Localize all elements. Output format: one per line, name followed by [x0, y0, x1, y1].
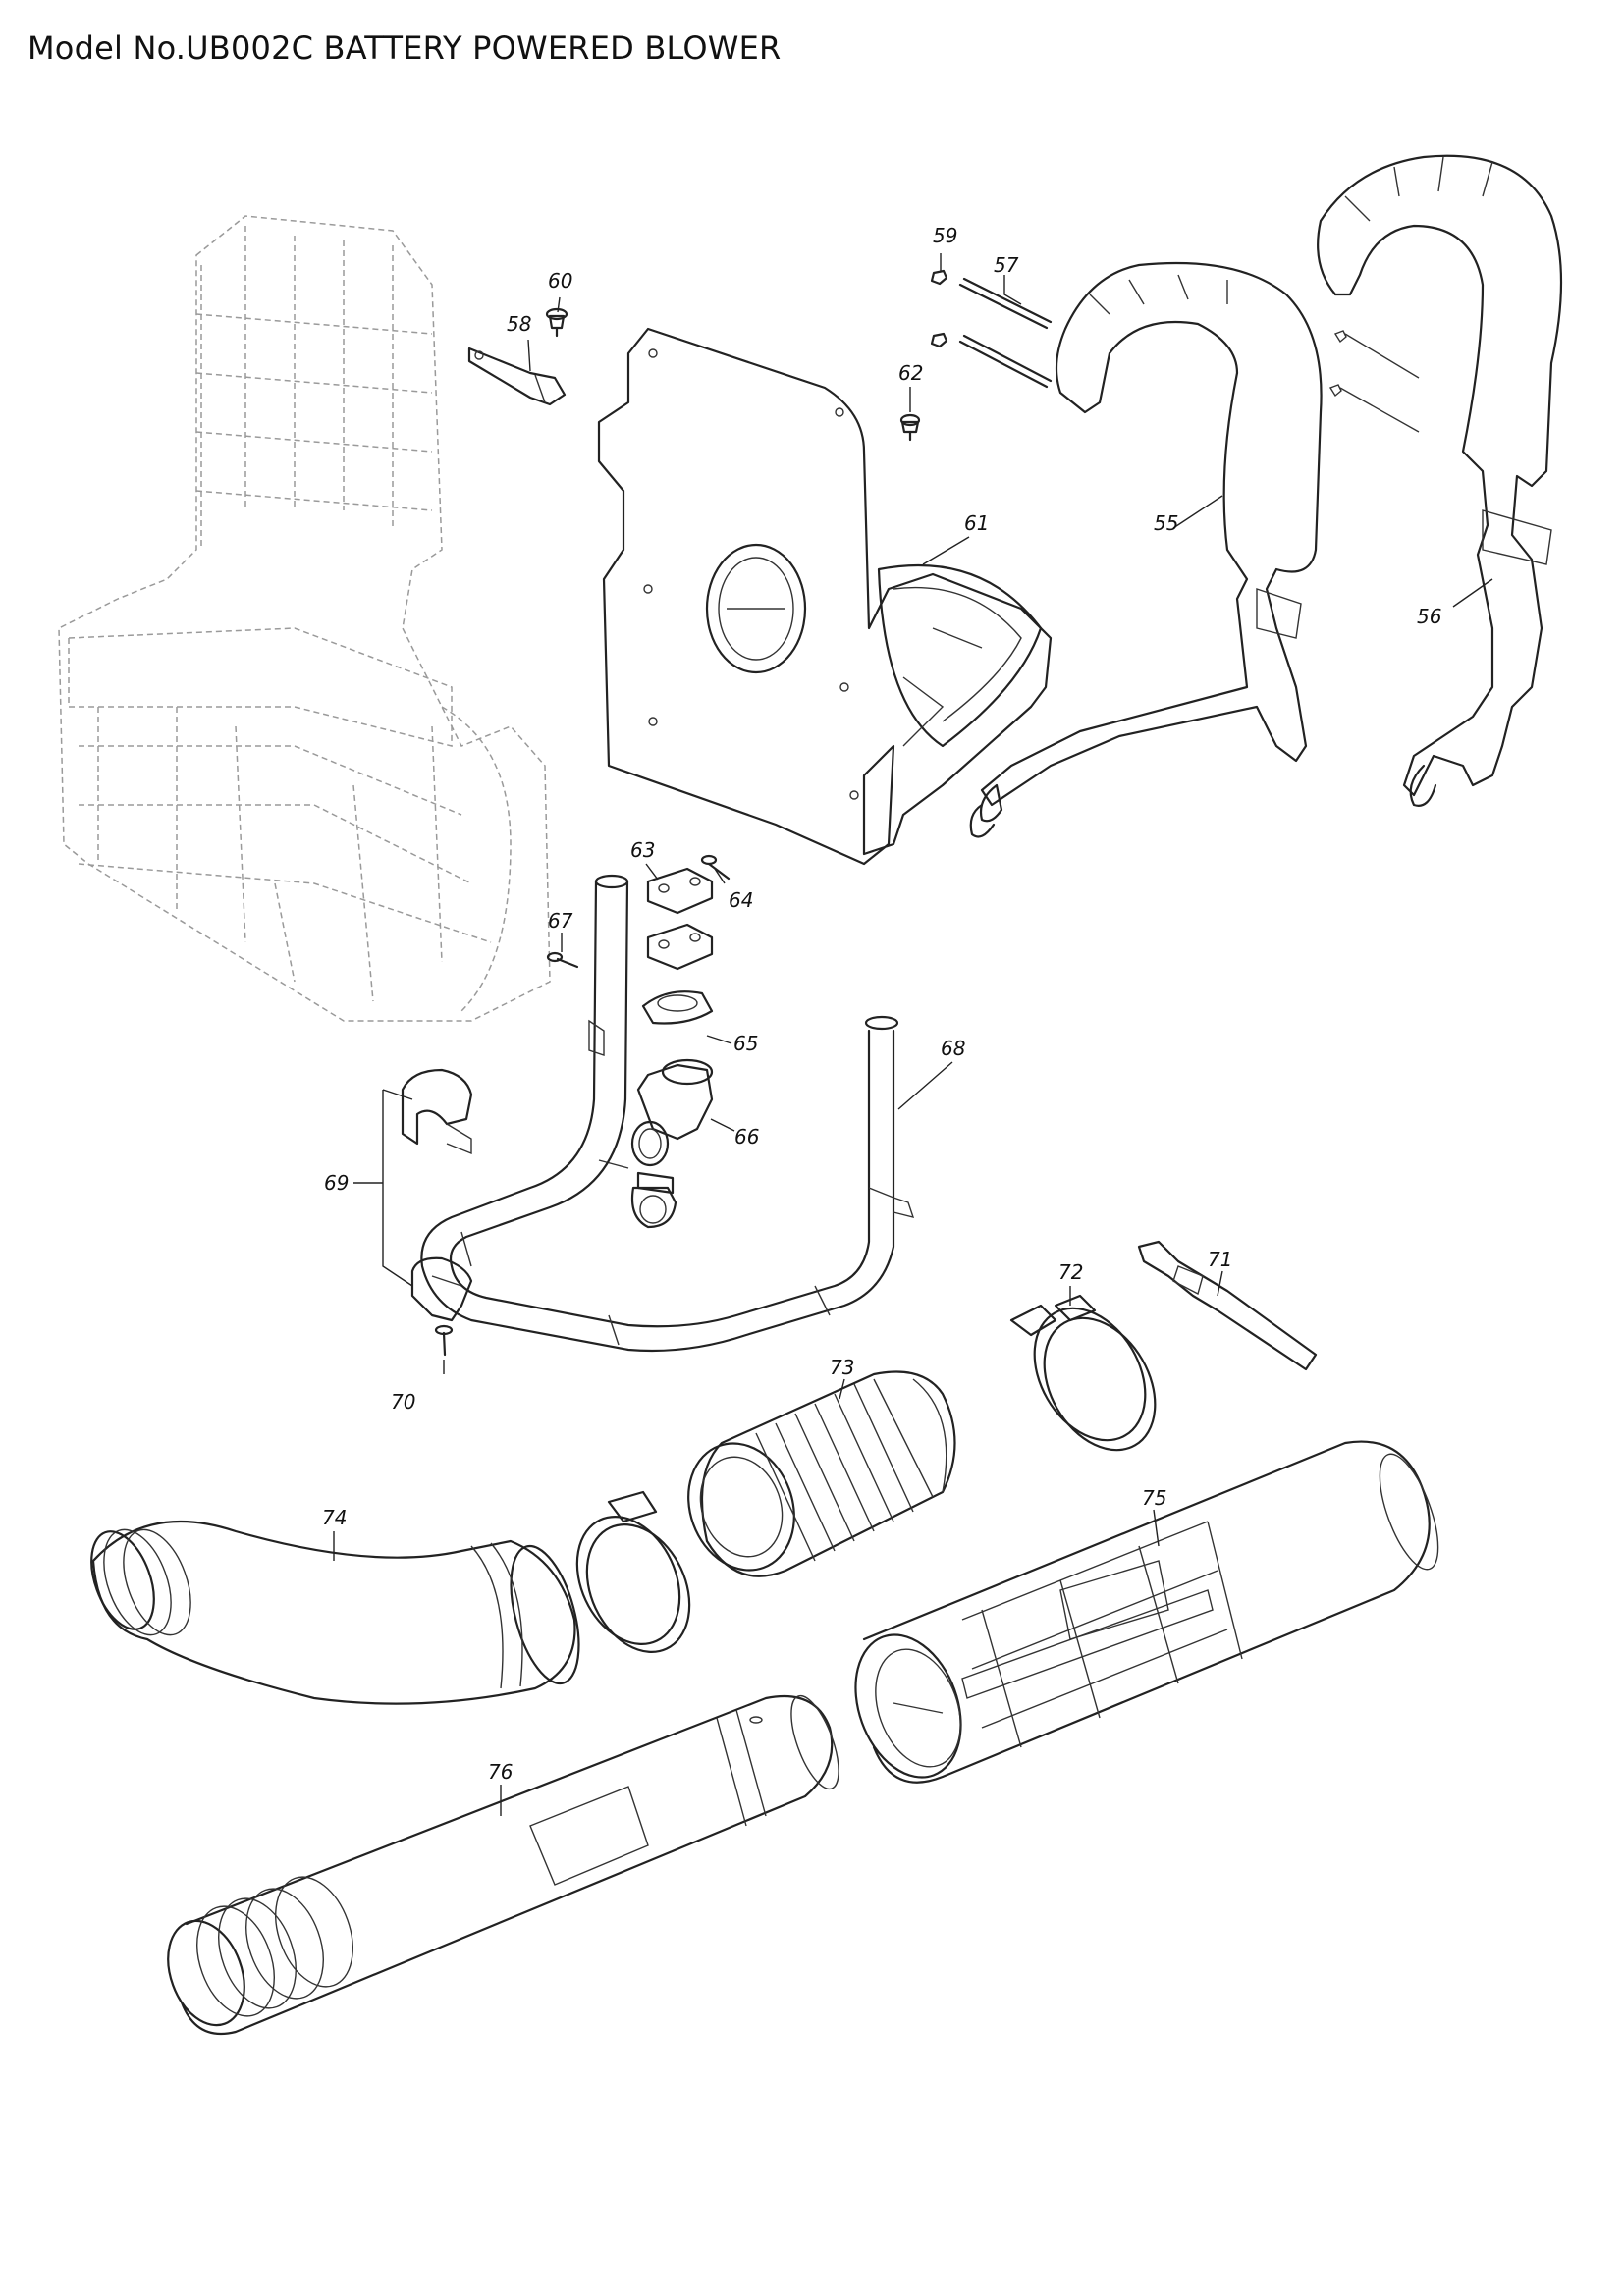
part-66-lower-clamp	[598, 1159, 677, 1229]
part-labels: 59 57 60 58 62 61 55 56 63 64 67 65 68 6…	[322, 224, 1441, 1784]
part-label-68: 68	[941, 1037, 965, 1060]
part-67-screw	[546, 951, 579, 969]
part-label-58: 58	[507, 312, 531, 336]
part-label-57: 57	[994, 253, 1019, 277]
part-label-55: 55	[1154, 511, 1178, 535]
part-label-76: 76	[488, 1760, 513, 1784]
part-label-71: 71	[1208, 1248, 1232, 1271]
part-63-clamp	[646, 867, 714, 971]
part-70-screw	[434, 1324, 454, 1357]
part-65-clamp	[641, 990, 714, 1025]
part-69-elbow	[401, 1068, 473, 1322]
part-59-nut	[930, 269, 948, 348]
part-label-73: 73	[830, 1356, 854, 1379]
part-62-screw	[899, 413, 921, 442]
part-60-screw	[545, 307, 568, 338]
part-label-64: 64	[729, 888, 753, 912]
part-57-pin	[958, 277, 1053, 389]
part-label-60: 60	[548, 269, 572, 293]
part-75-tube	[854, 1440, 1439, 1784]
part-73-bellows-hose	[687, 1370, 956, 1577]
part-label-56: 56	[1417, 605, 1441, 628]
part-label-63: 63	[630, 838, 655, 862]
part-label-74: 74	[322, 1506, 347, 1529]
part-76-nozzle-pipe	[167, 1694, 839, 2036]
part-64-screw	[700, 854, 731, 881]
part-72-hose-band	[1009, 1294, 1157, 1452]
part-hose-clamp	[575, 1490, 691, 1653]
part-label-75: 75	[1142, 1486, 1166, 1510]
part-74-elbow-pipe	[90, 1520, 580, 1705]
part-label-70: 70	[391, 1390, 415, 1414]
part-68-frame	[420, 874, 915, 1353]
part-label-69: 69	[324, 1171, 349, 1195]
part-label-72: 72	[1058, 1260, 1083, 1284]
ghost-frame-reference	[58, 215, 551, 1022]
part-label-66: 66	[734, 1125, 759, 1148]
part-label-59: 59	[933, 224, 957, 247]
part-55-shoulder-strap	[969, 261, 1323, 838]
part-66-joint	[630, 1058, 714, 1167]
part-56-shoulder-strap	[1317, 154, 1563, 807]
part-label-67: 67	[548, 909, 573, 933]
leader-lines	[333, 253, 1493, 1816]
part-71-strap	[1137, 1240, 1318, 1371]
part-58-latch	[467, 347, 567, 406]
part-61-back-plate	[597, 327, 1053, 866]
part-label-61: 61	[964, 511, 989, 535]
page-title: Model No.UB002C BATTERY POWERED BLOWER	[27, 29, 782, 67]
part-label-62: 62	[898, 361, 923, 385]
part-label-65: 65	[733, 1032, 758, 1055]
